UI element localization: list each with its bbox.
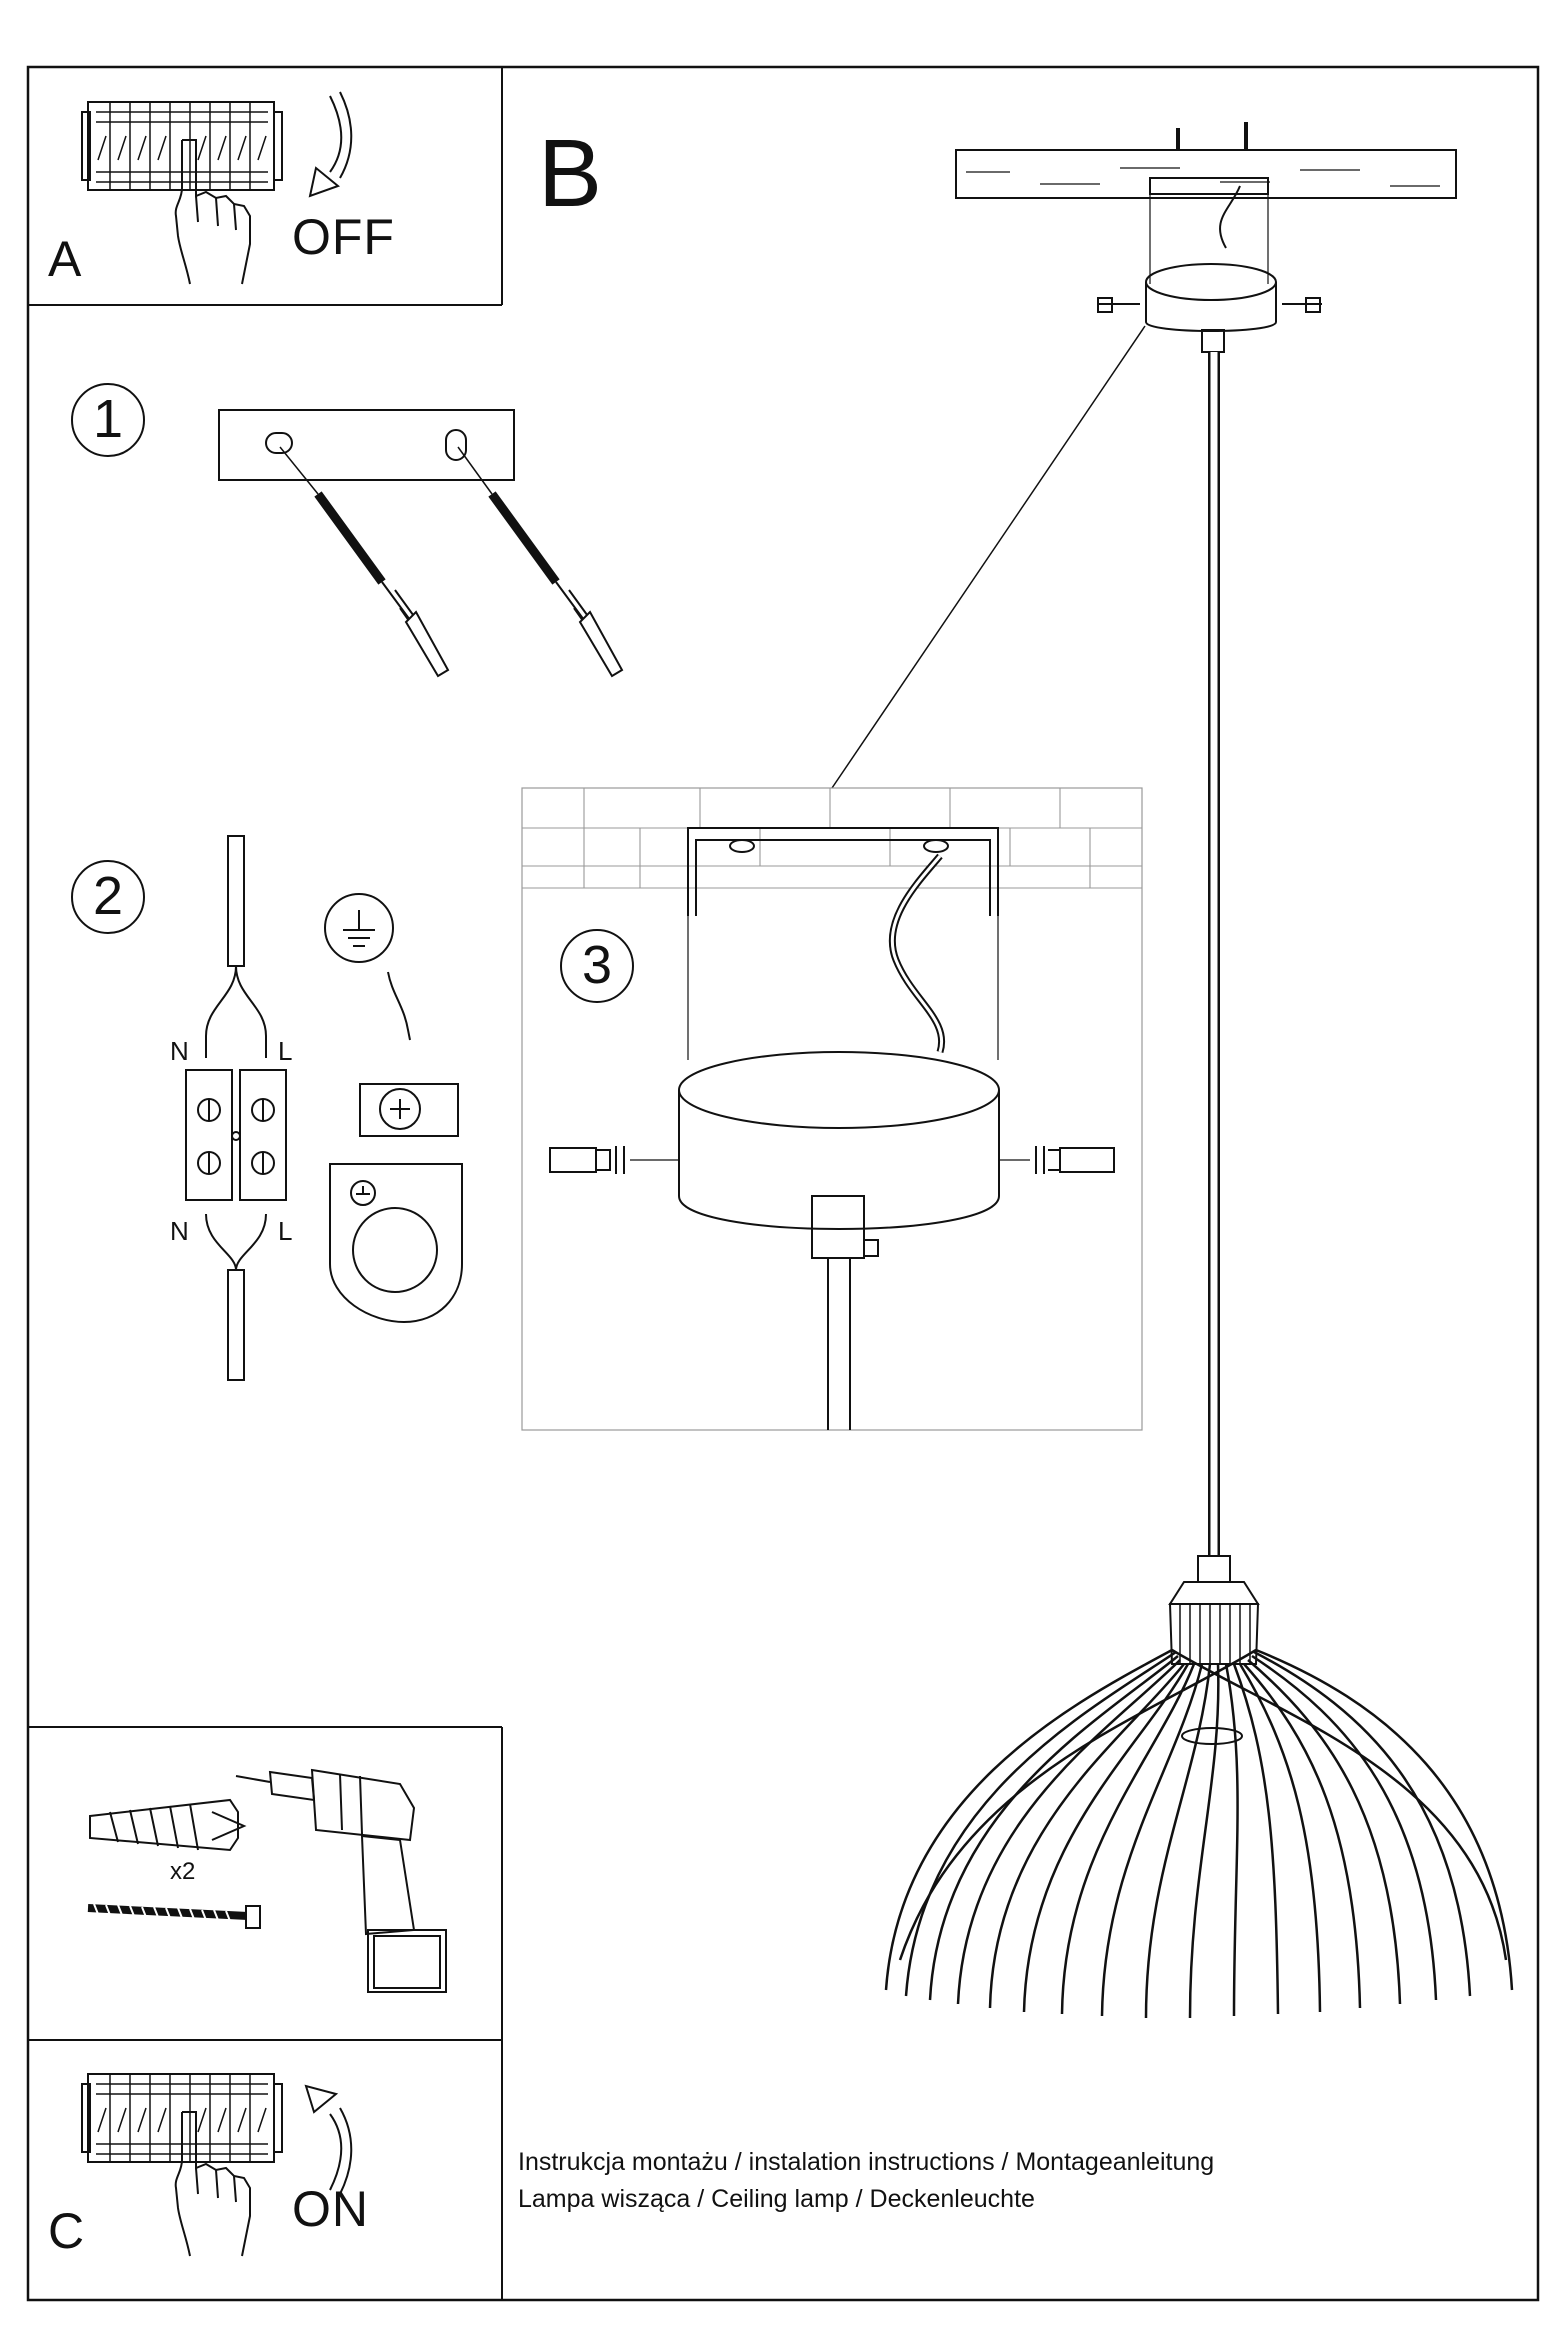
panel-c-action: ON <box>292 2181 369 2237</box>
step-3-number: 3 <box>581 935 613 995</box>
step-2-circle <box>71 860 145 934</box>
breaker-off-icon <box>81 101 283 285</box>
drill-icon <box>235 1768 447 1993</box>
lamp-shade-icon <box>884 1555 1514 2019</box>
breaker-on-icon <box>81 2073 283 2257</box>
wall-plug-icon <box>89 1798 247 1852</box>
panel-c-letter: C <box>48 2203 85 2259</box>
live-label-bottom: L <box>278 1216 293 1246</box>
earth-terminal-icon <box>324 893 463 1324</box>
arrow-down-icon <box>308 91 353 198</box>
panel-a-letter: A <box>48 231 82 287</box>
mounting-bracket-top <box>218 409 624 678</box>
step-3-circle <box>560 929 634 1003</box>
panel-a-action: OFF <box>292 209 395 265</box>
step-3-detail <box>521 787 1143 1431</box>
terminal-block-icon <box>185 835 287 1381</box>
neutral-label-top: N <box>170 1036 189 1066</box>
caption-line-2: Lampa wisząca / Ceiling lamp / Deckenleu… <box>518 2185 1035 2213</box>
screw-icon <box>87 1903 261 1929</box>
step-1-number: 1 <box>92 389 124 449</box>
quantity-label: x2 <box>170 1858 196 1885</box>
live-label-top: L <box>278 1036 293 1066</box>
step-2-number: 2 <box>92 866 124 926</box>
page-frame <box>26 65 1540 2302</box>
neutral-label-bottom: N <box>170 1216 189 1246</box>
arrow-up-icon <box>304 2084 353 2195</box>
caption-line-1: Instrukcja montażu / instalation instruc… <box>518 2148 1215 2176</box>
panel-b-letter: B <box>538 120 603 227</box>
step-1-circle <box>71 383 145 457</box>
canopy-small <box>831 177 1322 1556</box>
ceiling-beam <box>955 122 1457 199</box>
